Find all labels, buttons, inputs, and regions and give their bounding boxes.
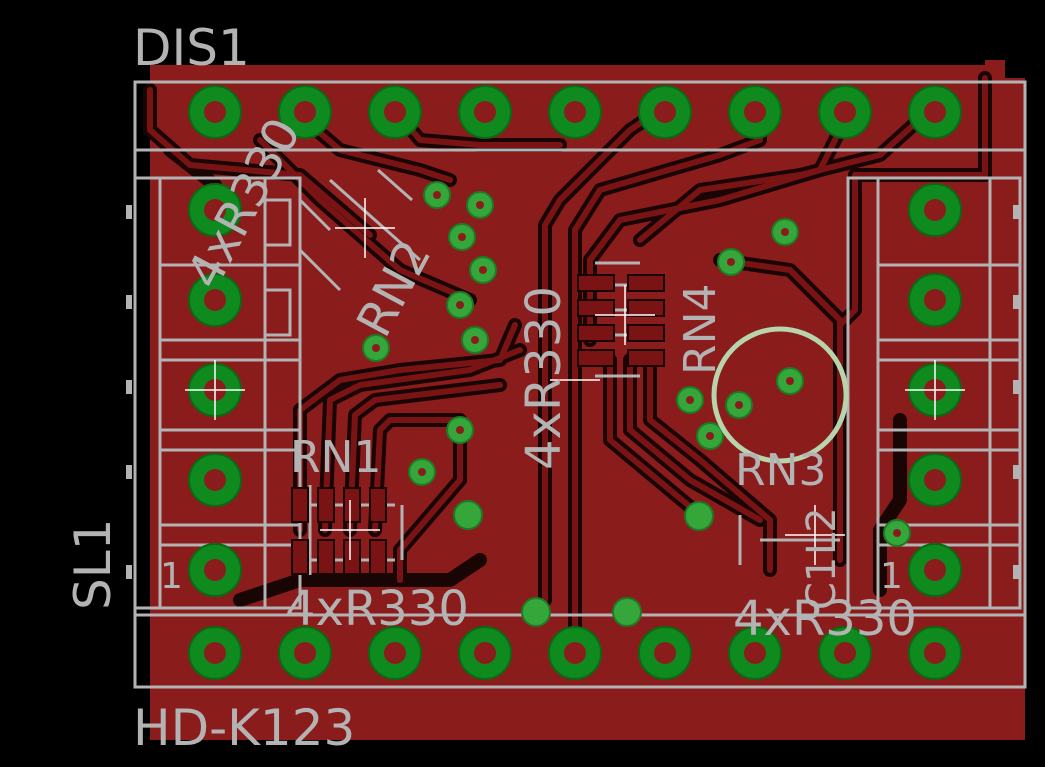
via-holes — [372, 191, 901, 537]
label-pin1-left: 1 — [160, 556, 183, 597]
label-rn1-value: 4xR330 — [285, 581, 469, 637]
origin-markers — [185, 198, 965, 565]
drill-holes — [204, 101, 946, 664]
smd-pads — [291, 274, 665, 575]
label-c1: C1 — [799, 557, 845, 610]
label-sl1: SL1 — [64, 519, 122, 610]
label-rn1: RN1 — [290, 432, 381, 483]
label-pin1-right: 1 — [880, 556, 903, 597]
label-rn4: RN4 — [675, 284, 726, 375]
label-rn3: RN3 — [735, 445, 826, 496]
copper-traces — [147, 75, 988, 643]
label-rn4-value: 4xR330 — [516, 286, 572, 470]
label-hdk123: HD-K123 — [133, 699, 355, 757]
label-rn3-value: 4xR330 — [733, 591, 917, 647]
label-dis1: DIS1 — [133, 19, 250, 77]
silkscreen-tabs — [126, 205, 1019, 579]
silkscreen-outlines — [133, 80, 1027, 689]
selection-circle — [711, 326, 849, 464]
label-l2: L2 — [799, 507, 845, 555]
